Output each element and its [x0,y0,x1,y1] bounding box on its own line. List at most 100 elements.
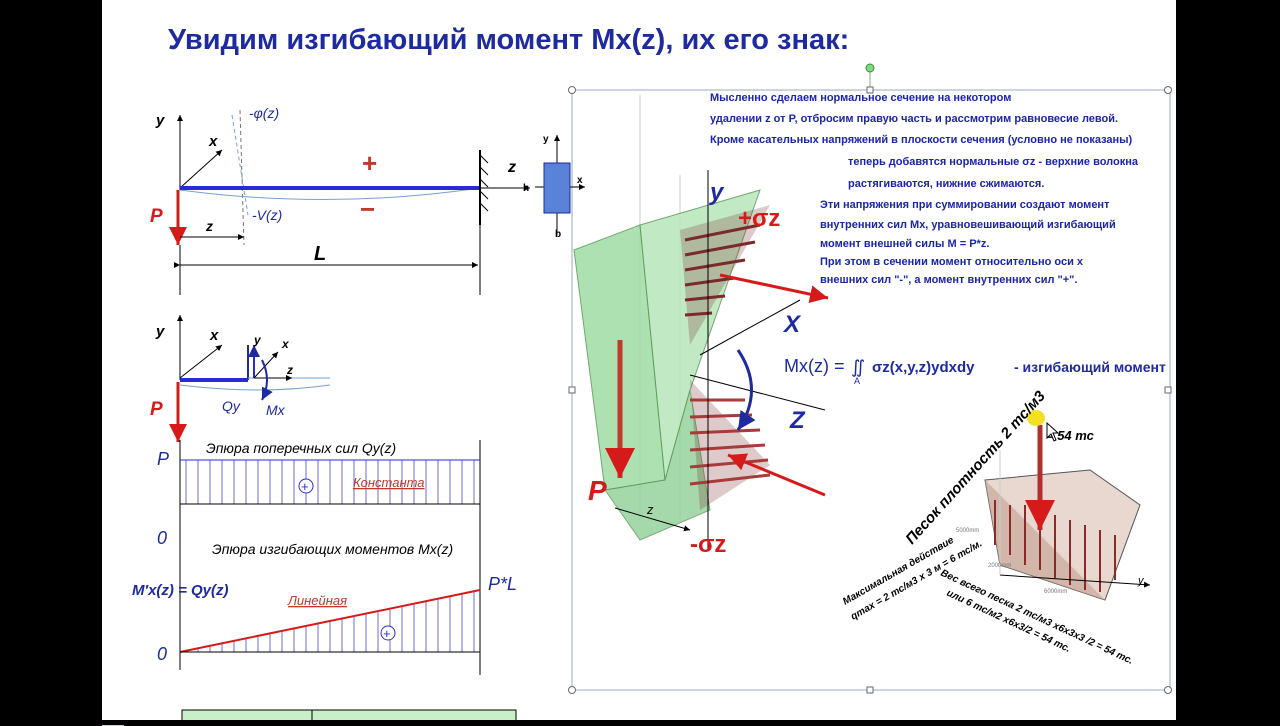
z-dim-label: z [205,218,213,234]
resize-handle-e[interactable] [1164,386,1172,394]
compression-arrow [727,453,826,497]
cursor-highlight [1027,410,1045,426]
moment-sign-circle [380,625,396,641]
resize-handle-se[interactable] [1164,686,1172,694]
plus-sign-1: + [362,148,377,178]
cross-section-inset: y x h b [523,134,585,240]
force-label-2: P [150,399,163,420]
moment-sign: + [383,626,391,641]
small-x-axis [253,351,279,379]
shear-sign: + [301,479,309,494]
picture-frame[interactable] [568,63,1172,694]
cs-h-label: h [523,183,529,194]
rotated-section [231,114,249,216]
moment-line [179,589,481,653]
sigma-plus: +σz [738,205,780,232]
moment-label: Mx [266,402,286,418]
z-label-3d: Z [789,407,806,434]
explanation-line-4: теперь добавятся нормальные σz - верхние… [848,156,1138,168]
section-3d-illustration: z y +σz -σz X Z P [573,95,829,558]
moment-formula: Mx(z) = ∬ A σz(x,y,z)ydxdy - изгибающий … [784,356,1166,386]
cs-rectangle [543,162,571,214]
sand-y-axis [999,574,1151,588]
mouse-cursor-icon [1046,422,1060,442]
explanation-line-8: момент внешней силы M = P*z. [820,238,990,250]
shear-label: Qy [222,398,241,414]
moment-diagram: Эпюра изгибающих моментов Mx(z) M′x(z) =… [132,541,517,664]
phi-label: -φ(z) [249,105,279,121]
small-z-label: z [286,363,293,377]
shear-zero: 0 [157,528,167,548]
explanation-line-6: Эти напряжения при суммировании создают … [820,199,1110,211]
z-axis-3d [689,374,826,411]
formula-integrand: σz(x,y,z)ydxdy [872,359,975,376]
sand-dim-3: 6000mm [1044,589,1067,595]
formula-domain: A [854,376,860,386]
shear-level: P [157,449,169,469]
x-axis-2 [179,344,223,379]
sand-axis-label: y [1137,575,1145,587]
moment-zero: 0 [157,644,167,664]
explanation-line-1: Мысленно сделаем нормальное сечение на н… [710,92,1012,104]
stress-arrows-top [684,223,761,317]
x-label-1: x [208,133,218,150]
moment-relation: M′x(z) = Qy(z) [132,582,229,599]
x-label-2: x [209,327,219,344]
rotate-handle[interactable] [865,63,875,73]
force-label-3d: P [588,475,607,506]
cs-y-label: y [543,134,549,145]
deflection-2 [179,384,331,391]
z-dim-label-3d: z [646,502,654,517]
beam-diagram-2: y x y x z Qy Mx P [150,315,331,442]
sand-dim-2: 2000mm [988,563,1011,569]
shear-sign-circle [298,478,314,494]
y-label-1: y [155,112,165,129]
cs-x-label: x [577,175,583,186]
sand-prism [985,480,1105,600]
length-label: L [314,243,326,265]
z-label-1: z [507,159,516,176]
resize-handle-s[interactable] [866,686,874,694]
section-line [239,109,245,246]
moment-arc [261,359,273,401]
explanation-line-9: При этом в сечении момент относительно о… [820,256,1084,268]
sand-weight: = 54 тс [1046,428,1095,443]
minus-sign-1: − [360,194,375,224]
formula-integral: ∬ [851,357,865,377]
y-label-2: y [155,323,165,340]
resize-handle-w[interactable] [568,386,576,394]
x-axis-1 [179,149,223,189]
wall-hatch-1 [479,154,489,212]
shear-hatch [180,460,480,504]
moment-title: Эпюра изгибающих моментов Mx(z) [212,541,453,557]
small-x-label: x [281,337,290,351]
sand-dim-1: 5000mm [956,528,979,534]
deflection-label: -V(z) [252,207,282,223]
moment-end-value: P*L [488,574,517,594]
shear-diagram: Эпюра поперечных сил Qy(z) P 0 + Констан… [157,440,481,675]
shear-title: Эпюра поперечных сил Qy(z) [206,440,396,456]
formula-suffix: - изгибающий момент [1014,359,1166,375]
z-dim-3d [614,507,691,532]
resize-handle-sw[interactable] [568,686,576,694]
internal-moment-arc [736,349,756,431]
explanation-line-2: удалении z от P, отбросим правую часть и… [710,113,1119,125]
cs-b-label: b [555,229,561,240]
sigma-minus: -σz [690,531,726,558]
moment-note: Линейная [287,593,347,608]
resize-handle-n[interactable] [866,86,874,94]
tension-arrow [719,273,829,304]
resize-handle-nw[interactable] [568,86,576,94]
page-title: Увидим изгибающий момент Mx(z), их его з… [168,24,850,56]
shear-note: Константа [353,475,425,490]
formula-lhs: Mx(z) = [784,356,845,376]
explanation-line-5: растягиваются, нижние сжимаются. [848,178,1045,190]
explanation-line-3: Кроме касательных напряжений в плоскости… [710,134,1133,146]
table-fragment [181,709,517,720]
deflection-curve [179,187,481,200]
sand-load-illustration: y 5000mm 2000mm 6000mm = 54 тс Песок пло… [841,387,1151,667]
y-label-3d: y [709,179,725,206]
resize-handle-ne[interactable] [1164,86,1172,94]
explanation-line-7: внутренних сил Mx, уравновешивающий изги… [820,219,1116,231]
